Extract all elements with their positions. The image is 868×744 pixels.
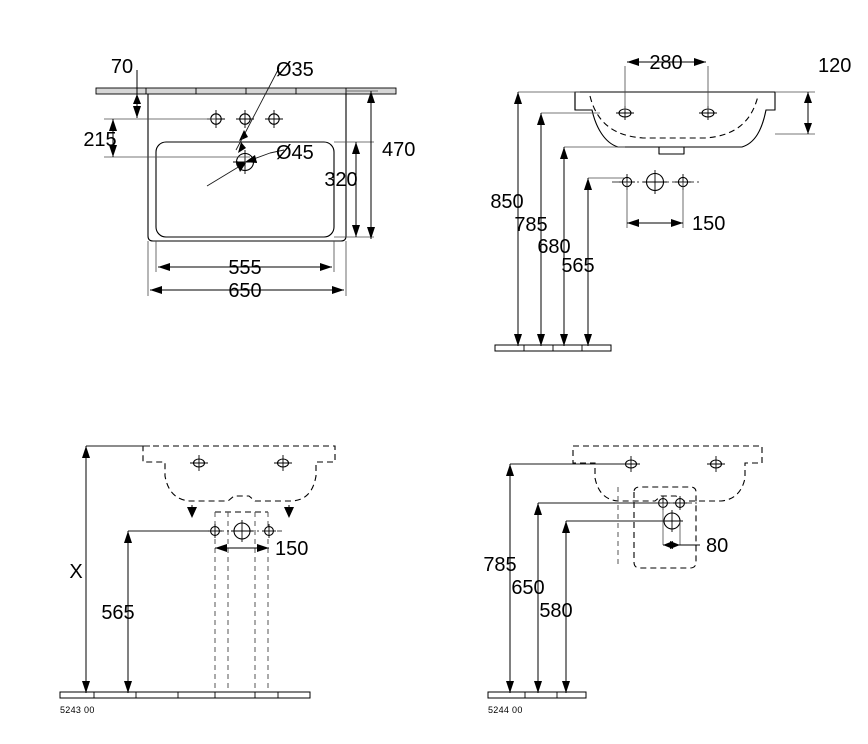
leader-d45: [206, 149, 285, 187]
dim-320: [352, 142, 360, 237]
part-number-right: 5244 00: [488, 705, 523, 715]
plumbing-connection-group: [612, 170, 700, 194]
label-785-top: 785: [514, 214, 547, 236]
dim-X: [82, 446, 90, 693]
dim-470: [367, 91, 375, 239]
dim-785-pedestal: [506, 464, 514, 693]
dim-80: [663, 541, 700, 549]
label-150-pedestal: 150: [275, 538, 308, 560]
dim-565-pedestal: [124, 531, 132, 693]
overflow-tab: [658, 146, 685, 155]
label-215: 215: [83, 129, 116, 151]
tap-hole-group: [207, 110, 283, 128]
dim-850: [514, 92, 522, 346]
view-pedestal-side: 80 785 650 580: [483, 445, 763, 715]
pedestal-side-hole-right: [707, 456, 725, 472]
leader-d35: [235, 67, 280, 153]
part-number-left: 5243 00: [60, 705, 95, 715]
dim-280: [627, 58, 706, 66]
floor-bar-right: [494, 344, 612, 352]
label-580: 580: [539, 600, 572, 622]
view-side-section: 280 120: [490, 52, 851, 352]
view-pedestal-front: 150 X 565 5243 00: [59, 445, 336, 715]
label-X: X: [69, 561, 82, 583]
basin-hidden-side: [572, 445, 763, 502]
label-80: 80: [706, 535, 728, 557]
dim-650: [150, 286, 344, 294]
label-320: 320: [324, 169, 357, 191]
basin-outline: [147, 93, 347, 242]
basin-bowl-outline: [155, 141, 335, 238]
tap-hole-right: [265, 110, 283, 128]
pedestal-inlet-right: [262, 524, 276, 538]
pedestal-side-body-dashed: [617, 486, 697, 569]
label-650: 650: [228, 280, 261, 302]
label-470: 470: [382, 139, 415, 161]
tap-hole-section-right: [699, 106, 717, 120]
dim-680: [560, 147, 568, 346]
floor-bar-right-bottom: [487, 691, 587, 699]
label-280: 280: [649, 52, 682, 74]
dim-650-pedestal: [534, 503, 542, 693]
pedestal-connection-group: [202, 520, 282, 542]
label-565-pedestal: 565: [101, 602, 134, 624]
label-150-side: 150: [692, 213, 725, 235]
label-650-pedestal: 650: [511, 577, 544, 599]
view-front-elevation: Ø35 Ø45 70 215: [83, 56, 415, 302]
dim-215: [109, 119, 117, 157]
pedestal-front-hole-left: [190, 455, 208, 471]
label-850: 850: [490, 191, 523, 213]
dim-580: [562, 521, 570, 693]
basin-hidden-front: [142, 445, 336, 502]
pedestal-front-hole-right: [274, 455, 292, 471]
label-785-pedestal: 785: [483, 554, 516, 576]
label-d35: Ø35: [276, 59, 314, 81]
label-70: 70: [111, 56, 133, 78]
bowl-hidden-curve: [589, 95, 759, 139]
dim-785-top: [537, 113, 545, 346]
floor-bar-left: [59, 691, 311, 699]
dim-565-top: [584, 178, 592, 346]
tap-hole-center: [236, 110, 254, 128]
side-inlet-right: [673, 496, 687, 510]
mounting-arrow-left: [187, 505, 197, 518]
dim-555: [158, 263, 332, 271]
label-565-top: 565: [561, 255, 594, 277]
label-120: 120: [818, 55, 851, 77]
pedestal-body-dashed: [214, 511, 269, 697]
dim-120: [804, 92, 812, 134]
dim-150: [627, 219, 683, 227]
mounting-arrow-right: [284, 505, 294, 518]
label-d45: Ø45: [276, 142, 314, 164]
dim-70: [133, 70, 141, 118]
basin-side-profile: [574, 91, 776, 148]
pedestal-inlet-left: [208, 524, 222, 538]
label-680: 680: [537, 236, 570, 258]
dim-150-pedestal: [215, 544, 269, 552]
label-555: 555: [228, 257, 261, 279]
wall-bar: [95, 87, 397, 95]
